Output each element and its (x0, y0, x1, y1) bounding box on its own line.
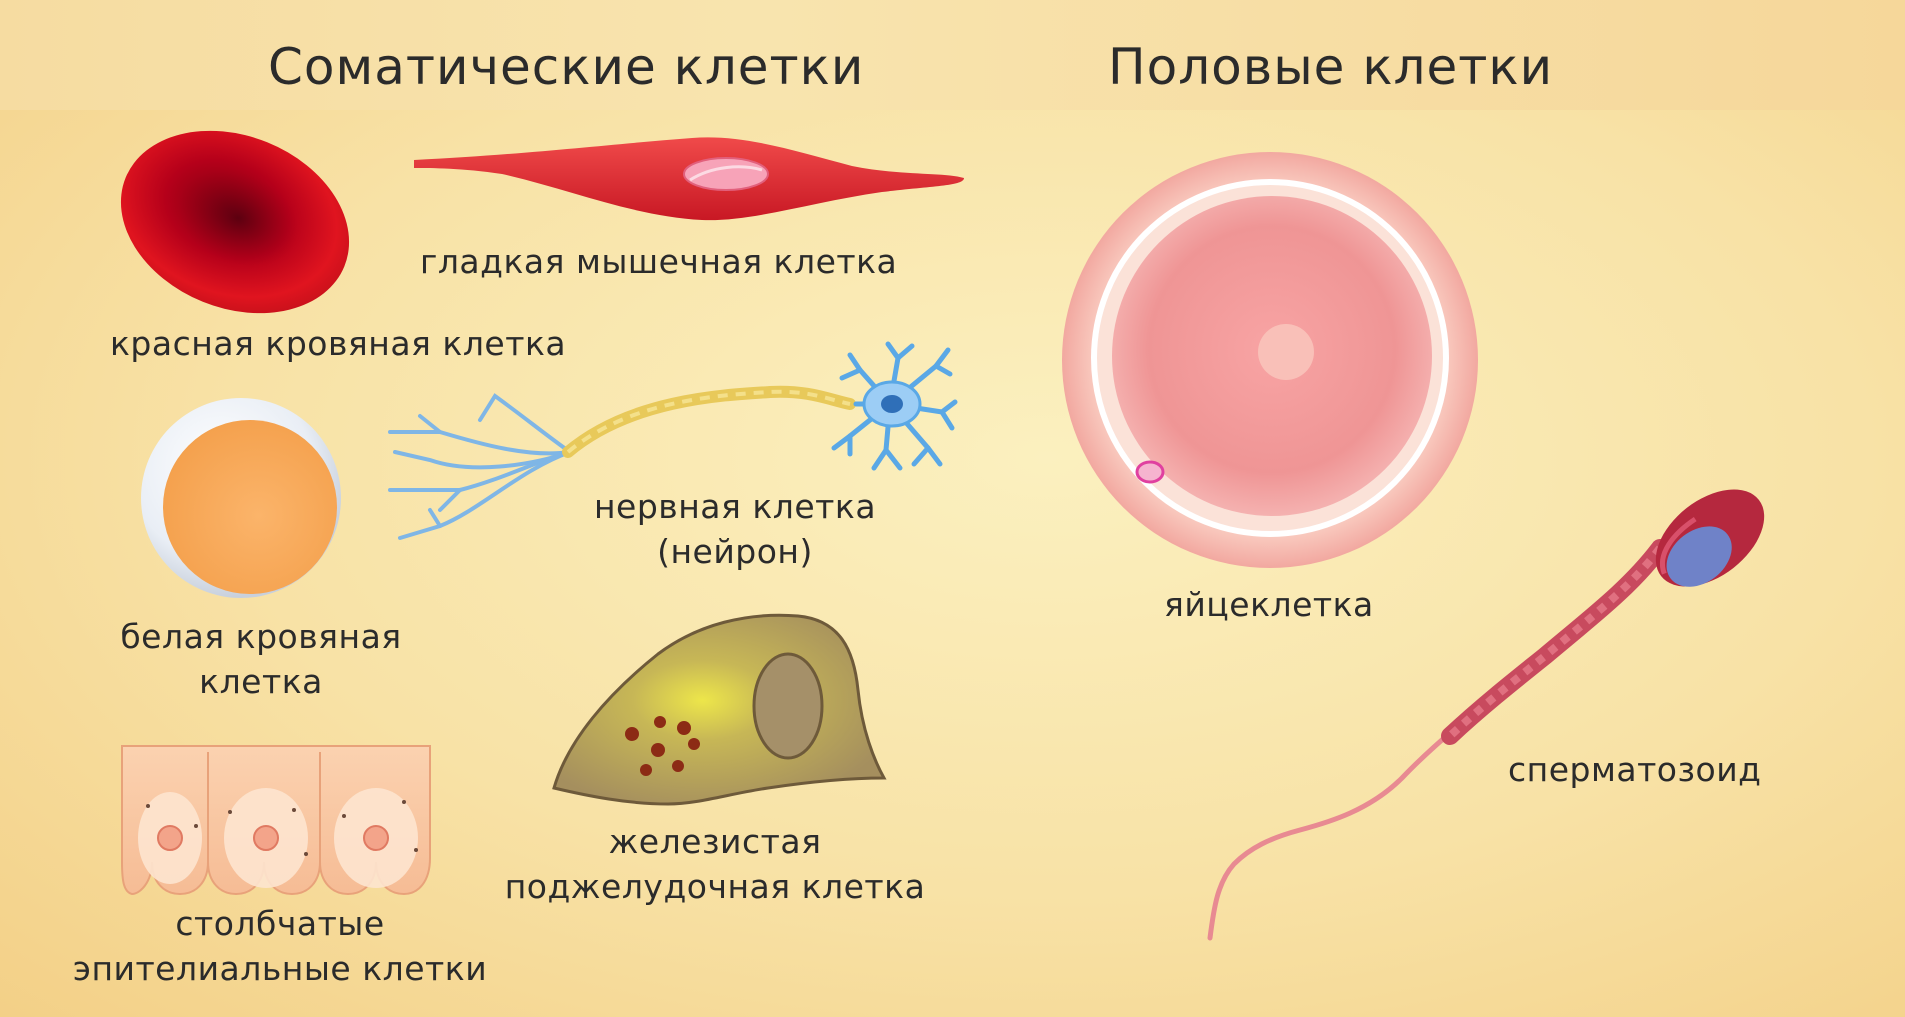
red-blood-cell-image (120, 130, 350, 314)
pancreatic-gland-cell-image (552, 613, 887, 806)
white-blood-cell-label-line1: белая кровяная (120, 617, 402, 656)
white-blood-cell-label-line2: клетка (199, 661, 323, 701)
neuron-label: нервная клетка (нейрон) (570, 485, 900, 574)
pancreatic-gland-cell-label-line1: железистая (608, 822, 822, 861)
neuron-label-line2: (нейрон) (657, 531, 813, 571)
red-blood-cell-label: красная кровяная клетка (110, 324, 567, 363)
egg-cell-label: яйцеклетка (1164, 585, 1374, 624)
sperm-cell-label: сперматозоид (1508, 750, 1762, 789)
heading-somatic-cells: Соматические клетки (268, 38, 865, 96)
columnar-epithelial-cells-image (121, 745, 431, 896)
top-band (0, 0, 1905, 110)
pancreatic-gland-cell-label: железистая поджелудочная клетка (500, 820, 930, 909)
pancreatic-gland-cell-label-line2: поджелудочная клетка (504, 866, 926, 906)
smooth-muscle-cell-label: гладкая мышечная клетка (420, 242, 898, 281)
neuron-label-line1: нервная клетка (593, 487, 877, 526)
white-blood-cell-image (141, 398, 341, 598)
columnar-epithelial-cells-label: столбчатые эпителиальные клетки (70, 902, 490, 991)
egg-cell-image (1062, 152, 1478, 568)
columnar-epithelial-cells-label-line1: столбчатые (175, 904, 385, 943)
columnar-epithelial-cells-label-line2: эпителиальные клетки (72, 948, 488, 988)
white-blood-cell-label: белая кровяная клетка (96, 615, 426, 704)
smooth-muscle-cell-image (414, 137, 964, 221)
neuron-image (388, 341, 958, 540)
sperm-cell-image (1207, 489, 1765, 941)
heading-germ-cells: Половые клетки (1108, 38, 1554, 96)
